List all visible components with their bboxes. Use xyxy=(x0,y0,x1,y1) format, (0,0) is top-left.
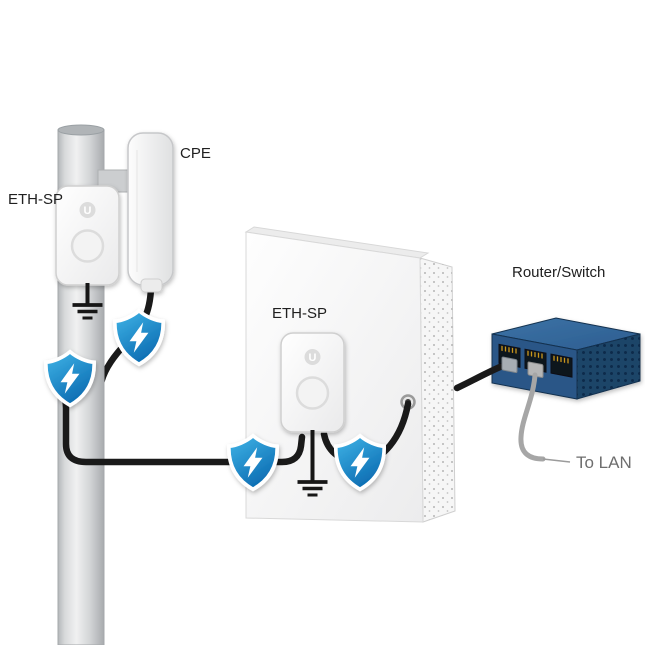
rj45-connector-black-cable xyxy=(501,356,518,373)
router-vent-grid xyxy=(577,334,640,399)
label-cpe: CPE xyxy=(180,145,211,162)
label-to-lan: To LAN xyxy=(576,453,632,472)
lan-cable xyxy=(518,372,546,462)
ethernet-cable-hole-to-router xyxy=(453,363,504,392)
ground-symbol-pole xyxy=(70,283,105,320)
to-lan-leader-line xyxy=(542,458,571,463)
eth-sp-device-pole xyxy=(54,184,121,287)
rj45-port-icon xyxy=(550,353,573,378)
label-eth-sp-pole: ETH-SP xyxy=(8,191,63,208)
router-switch-device xyxy=(491,317,641,400)
cpe-device xyxy=(127,132,174,293)
eth-sp-device-wall xyxy=(279,331,346,434)
ground-symbol-wall xyxy=(295,430,330,497)
label-router-switch: Router/Switch xyxy=(512,264,605,281)
surge-shield-icon xyxy=(112,308,166,367)
label-eth-sp-wall: ETH-SP xyxy=(272,305,327,322)
